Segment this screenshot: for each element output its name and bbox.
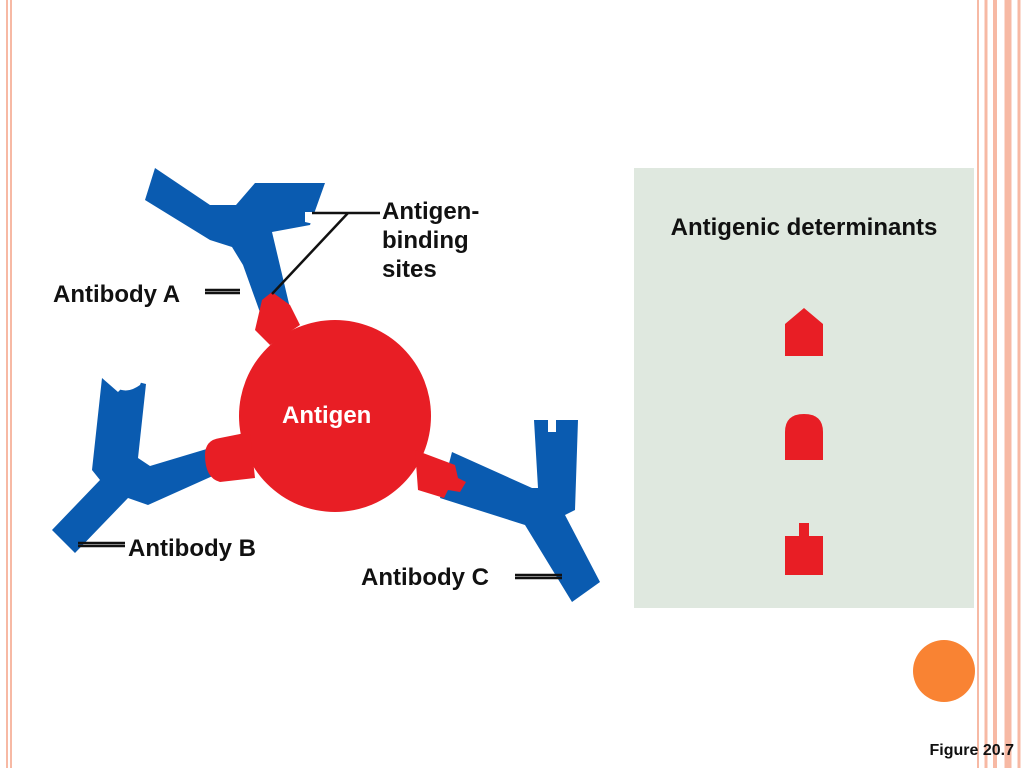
antibody-c-shape [440, 420, 600, 602]
antigen-shape [205, 292, 466, 512]
accent-dot [913, 640, 975, 702]
determinant-shapes [785, 308, 823, 575]
antibody-a-shape [145, 168, 325, 318]
antigen-binding-sites-line-1: Antigen- [382, 198, 480, 225]
antigenic-determinants-panel: Antigenic determinants [634, 168, 974, 608]
determinant-notched-shape [785, 523, 823, 575]
antigen-binding-sites-label: Antigen- binding sites [382, 198, 479, 284]
determinant-pentagon-shape [785, 308, 823, 356]
left-border-decoration [6, 0, 12, 768]
antigen-binding-sites-line-3: sites [382, 255, 437, 283]
antibody-b-shape [52, 378, 226, 553]
panel-title: Antigenic determinants [670, 214, 938, 241]
antibody-c-label: Antibody C [361, 564, 489, 591]
antigen-binding-sites-line-2: binding [382, 226, 469, 254]
figure-number: Figure 20.7 [929, 742, 1014, 759]
antibody-b-label: Antibody B [128, 535, 256, 562]
antibody-a-label: Antibody A [53, 281, 181, 308]
determinant-rounded-shape [785, 414, 823, 460]
leader-lines [78, 211, 562, 580]
antigen-label: Antigen [282, 402, 372, 429]
